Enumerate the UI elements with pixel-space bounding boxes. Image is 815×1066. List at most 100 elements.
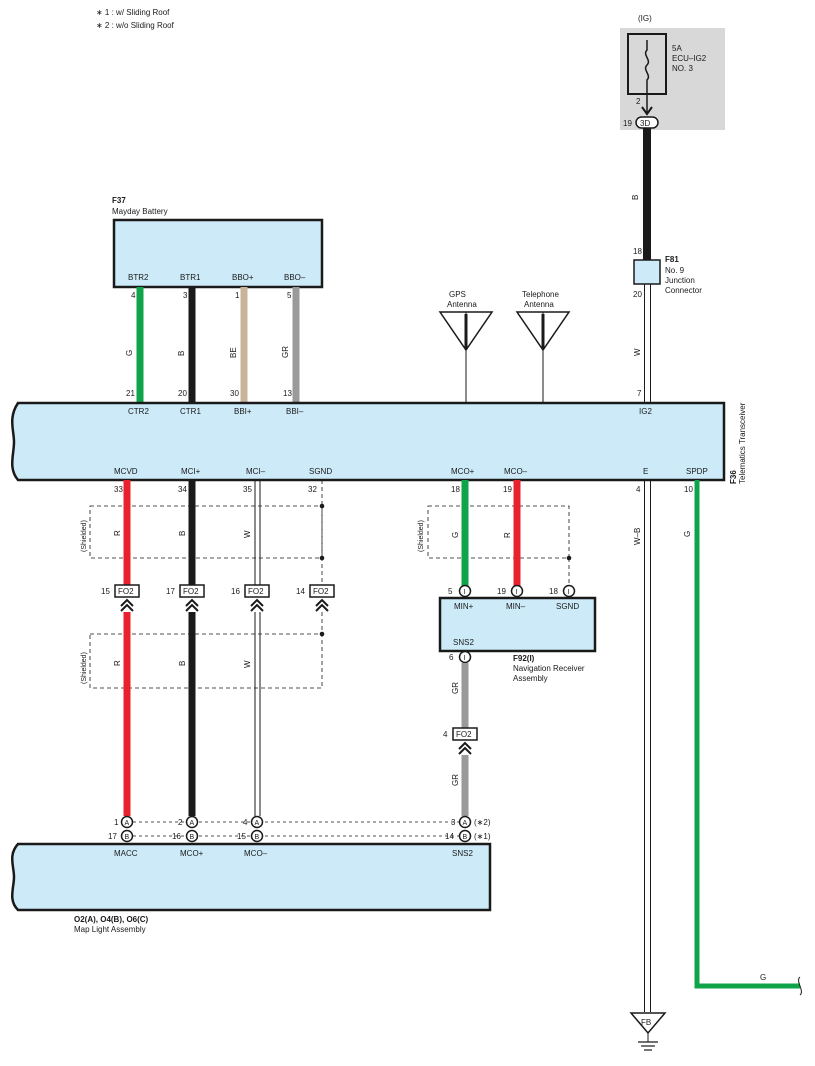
f92-term-min-minus: MIN–: [506, 602, 526, 611]
map-pin-a-3: 3: [451, 818, 456, 827]
f36-pin-35: 35: [243, 485, 252, 494]
note-no-sliding-roof: ∗ 2 : w/o Sliding Roof: [96, 21, 175, 30]
f81-junction-connector: 18 F81 No. 9 Junction Connector 20: [633, 247, 702, 299]
f36-pin-7: 7: [637, 389, 642, 398]
note-sliding-roof: ∗ 1 : w/ Sliding Roof: [96, 8, 170, 17]
map-light-name: Map Light Assembly: [74, 925, 146, 934]
f92-pin-18: 18: [549, 587, 558, 596]
ground-fb: FB: [629, 1012, 667, 1051]
map-term-sns2: SNS2: [452, 849, 473, 858]
fo2-label-2: FO2: [183, 587, 199, 596]
fo2-pin-17: 17: [166, 587, 175, 596]
f92-terminal-min-minus: [510, 584, 524, 598]
f92-name-1: Navigation Receiver: [513, 664, 585, 673]
wire-label-g-spdp-2: G: [760, 973, 766, 982]
svg-text:B: B: [463, 834, 468, 841]
f37-term-bbo-minus: BBO–: [284, 273, 306, 282]
f36-term-ctr2: CTR2: [128, 407, 149, 416]
wire-label-gr-sns2-a: GR: [451, 682, 460, 694]
f36-pin-33: 33: [114, 485, 123, 494]
svg-text:A: A: [190, 820, 195, 827]
fuse-block-background: [620, 28, 725, 130]
gps-antenna-label-1: GPS: [449, 290, 466, 299]
f92-box: [438, 596, 597, 653]
f92-term-min-plus: MIN+: [454, 602, 474, 611]
fuse-name: ECU–IG2: [672, 54, 707, 63]
f36-term-ctr1: CTR1: [180, 407, 201, 416]
wire-label-r-mcvd: R: [113, 530, 122, 536]
wire-label-r-mco: R: [503, 532, 512, 538]
f37-pin-1: 1: [235, 291, 240, 300]
shield-label-2: (Shielded): [81, 652, 88, 684]
f36-term-bbi-plus: BBI+: [234, 407, 252, 416]
f37-pin-3: 3: [183, 291, 188, 300]
fo2-connectors: 15 FO2 17 FO2 16 FO2 14 FO2: [101, 584, 335, 612]
svg-text:I: I: [464, 655, 466, 662]
connector-3d-label: 3D: [640, 119, 650, 128]
map-terminal-b-mco-plus: [185, 829, 199, 843]
gps-antenna-label-2: Antenna: [447, 300, 477, 309]
map-terminal-a-mco-plus: [185, 815, 199, 829]
fo2-label-3: FO2: [248, 587, 264, 596]
fo2-sns-pin: 4: [443, 730, 448, 739]
map-light-ids: O2(A), O4(B), O6(C): [74, 915, 149, 924]
f92-terminal-sns2: [458, 650, 472, 664]
f92-term-sgnd: SGND: [556, 602, 579, 611]
svg-text:B: B: [125, 834, 130, 841]
fo2-label-4: FO2: [313, 587, 329, 596]
svg-text:I: I: [516, 589, 518, 596]
map-note-b: (∗1): [474, 832, 491, 841]
wire-label-be: BE: [229, 347, 238, 358]
f37-mayday-battery: F37 Mayday Battery BTR2 BTR1 BBO+ BBO– 4…: [112, 196, 324, 300]
fo2-chevron-icon-3: [250, 598, 264, 612]
map-terminal-a-sns2: [458, 815, 472, 829]
fuse-pin-out: 2: [636, 97, 641, 106]
map-terminal-b-macc: [120, 829, 134, 843]
f36-pin-20: 20: [178, 389, 187, 398]
shield-label-3: (Shielded): [418, 520, 425, 552]
f81-box: [633, 259, 661, 285]
f36-pin-32: 32: [308, 485, 317, 494]
shield-2: [89, 633, 323, 689]
svg-text:A: A: [255, 820, 260, 827]
f36-term-bbi-minus: BBI–: [286, 407, 304, 416]
map-light-connectors: 1 2 4 3 17 16 15 14 A A A A B B B B (∗2)…: [108, 815, 491, 843]
telephone-antenna: Telephone Antenna: [515, 290, 571, 402]
map-terminal-a-mco-minus: [250, 815, 264, 829]
svg-text:I: I: [568, 589, 570, 596]
f37-id: F37: [112, 196, 126, 205]
f36-pin-18: 18: [451, 485, 460, 494]
map-term-macc: MACC: [114, 849, 138, 858]
fo2-connector-3: [244, 584, 270, 598]
fuse-arrow-icon: [641, 106, 653, 116]
wire-label-gr-sns2-b: GR: [451, 774, 460, 786]
wire-label-b-ctr1: B: [177, 351, 186, 356]
wire-g-spdp: [694, 480, 800, 989]
wire-label-wb: W–B: [633, 528, 642, 545]
gps-antenna: GPS Antenna: [438, 290, 494, 402]
map-light-box: [11, 842, 492, 912]
fo2-pin-16: 16: [231, 587, 240, 596]
f36-term-sgnd: SGND: [309, 467, 332, 476]
shield-3: [427, 505, 570, 559]
wire-label-b-mci: B: [178, 531, 187, 536]
tel-antenna-label-2: Antenna: [524, 300, 554, 309]
fo2-chevron-icon-1: [120, 598, 134, 612]
f36-name: Telematics Transceiver: [738, 402, 747, 484]
f92-navigation-receiver: 5 19 18 I I I MIN+ MIN– SGND SNS2 6 I F9…: [438, 584, 597, 683]
map-pin-b-15: 15: [237, 832, 246, 841]
f36-pin-34: 34: [178, 485, 187, 494]
map-terminal-b-sns2: [458, 829, 472, 843]
f37-term-bbo-plus: BBO+: [232, 273, 254, 282]
fo2-pin-14: 14: [296, 587, 305, 596]
f36-id: F36: [729, 470, 738, 484]
shield-1: [89, 505, 323, 559]
map-pin-b-17: 17: [108, 832, 117, 841]
f81-pin-bottom: 20: [633, 290, 642, 299]
svg-text:B: B: [255, 834, 260, 841]
f36-pin-21: 21: [126, 389, 135, 398]
map-terminal-b-mco-minus: [250, 829, 264, 843]
map-pin-a-2: 2: [178, 818, 183, 827]
f36-pin-10: 10: [684, 485, 693, 494]
fuse-rating: 5A: [672, 44, 682, 53]
